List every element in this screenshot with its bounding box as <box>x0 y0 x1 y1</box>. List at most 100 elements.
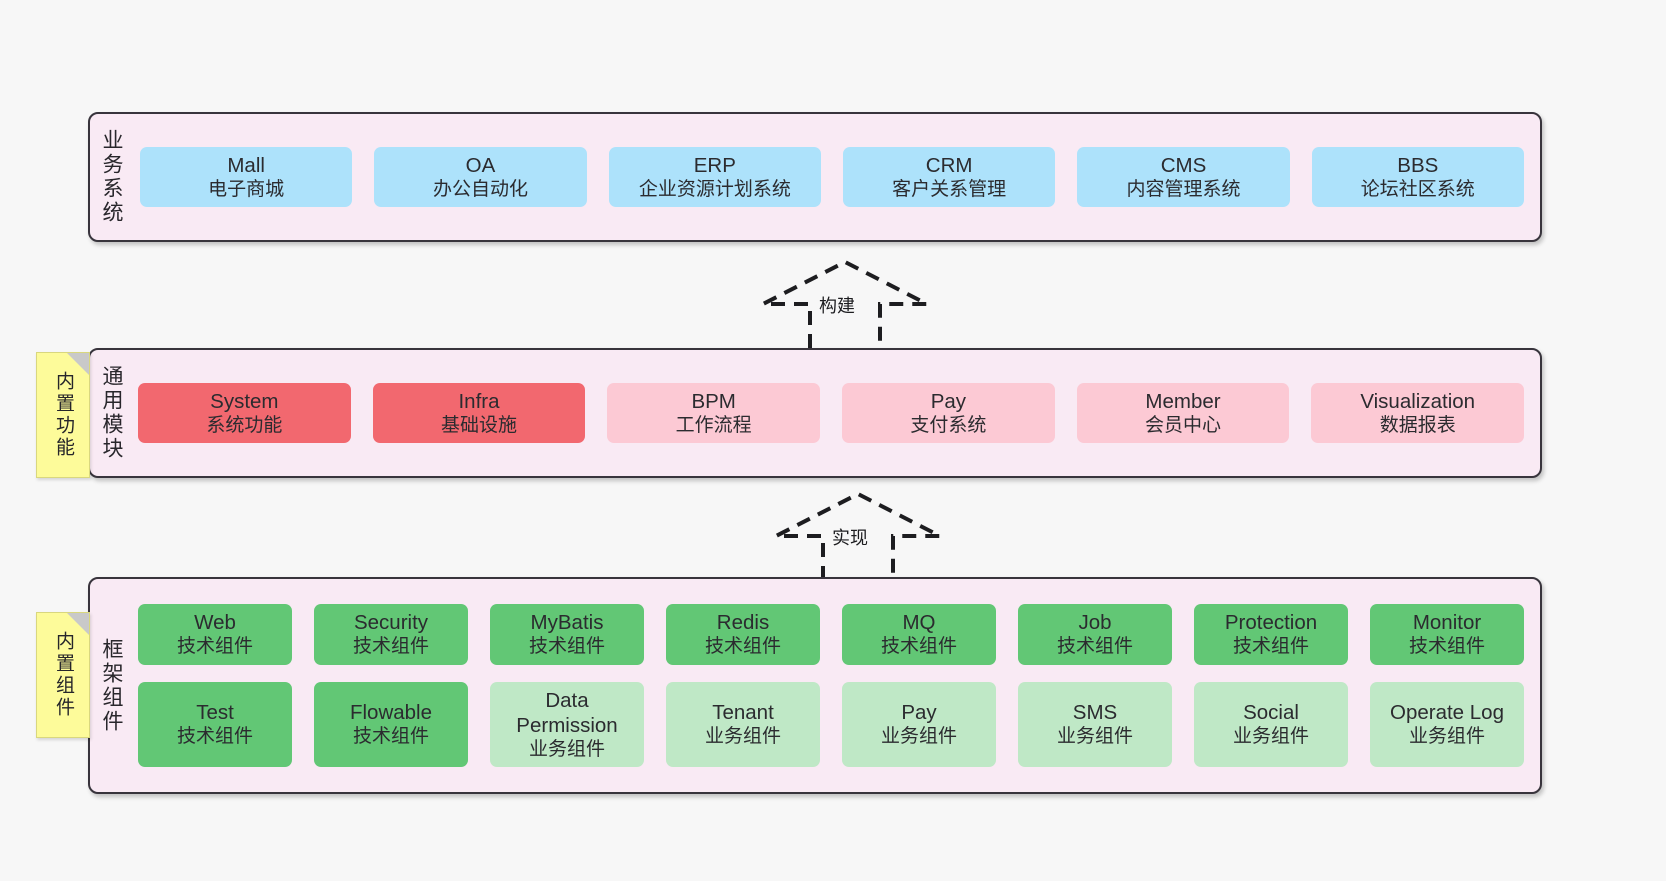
node-title: Mall <box>227 153 265 177</box>
node-web[interactable]: Web 技术组件 <box>138 604 292 665</box>
node-title: MyBatis <box>530 611 604 635</box>
node-data-permission[interactable]: Data Permission 业务组件 <box>490 681 644 767</box>
node-title: OA <box>465 153 496 177</box>
row-tech-components-1: Web 技术组件 Security 技术组件 MyBatis 技术组件 Redi… <box>138 604 1524 665</box>
panel-framework-components: 框架组件 Web 技术组件 Security 技术组件 MyBatis 技术组件… <box>88 577 1542 794</box>
node-title: Infra <box>458 389 500 413</box>
node-subtitle: 企业资源计划系统 <box>638 178 791 200</box>
node-title: Social <box>1243 701 1299 724</box>
panel-body-business-systems: Mall 电子商城 OA 办公自动化 ERP 企业资源计划系统 CRM 客户关系… <box>132 114 1540 240</box>
node-subtitle: 技术组件 <box>704 636 781 658</box>
node-flowable[interactable]: Flowable 技术组件 <box>314 681 468 767</box>
sticky-note-label: 内置组件 <box>52 631 74 719</box>
node-title: BBS <box>1397 153 1439 177</box>
node-subtitle: 技术组件 <box>880 636 957 658</box>
node-title: Test <box>196 701 234 724</box>
node-mybatis[interactable]: MyBatis 技术组件 <box>490 604 644 665</box>
node-bbs[interactable]: BBS 论坛社区系统 <box>1311 146 1524 208</box>
panel-business-systems: 业务系统 Mall 电子商城 OA 办公自动化 ERP 企业资源计划系统 CRM… <box>88 112 1542 242</box>
arrow-build: 构建 <box>755 256 935 348</box>
node-title: CMS <box>1160 153 1207 177</box>
node-title: Web <box>194 611 236 635</box>
node-social[interactable]: Social 业务组件 <box>1194 681 1348 767</box>
node-test[interactable]: Test 技术组件 <box>138 681 292 767</box>
node-title: SMS <box>1072 701 1118 724</box>
node-subtitle: 会员中心 <box>1145 414 1222 436</box>
node-visualization[interactable]: Visualization 数据报表 <box>1311 382 1525 444</box>
node-title: CRM <box>925 153 973 177</box>
node-system[interactable]: System 系统功能 <box>138 382 351 444</box>
node-subtitle: 基础设施 <box>441 414 518 436</box>
node-subtitle: 支付系统 <box>910 414 987 436</box>
node-subtitle: 办公自动化 <box>432 178 528 200</box>
node-infra[interactable]: Infra 基础设施 <box>372 382 586 444</box>
node-title: Pay <box>901 701 937 724</box>
node-subtitle: 业务组件 <box>1408 726 1485 747</box>
node-protection[interactable]: Protection 技术组件 <box>1194 604 1348 665</box>
node-subtitle: 业务组件 <box>1232 726 1309 747</box>
folded-corner-icon <box>67 613 89 635</box>
node-subtitle: 技术组件 <box>1232 636 1309 658</box>
node-title: Pay <box>930 389 967 413</box>
node-bpm[interactable]: BPM 工作流程 <box>607 382 821 444</box>
node-security[interactable]: Security 技术组件 <box>314 604 468 665</box>
node-pay-component[interactable]: Pay 业务组件 <box>842 681 996 767</box>
node-subtitle: 技术组件 <box>176 636 253 658</box>
node-operate-log[interactable]: Operate Log 业务组件 <box>1370 681 1524 767</box>
node-title: System <box>210 389 279 413</box>
node-pay-module[interactable]: Pay 支付系统 <box>842 382 1055 444</box>
node-sms[interactable]: SMS 业务组件 <box>1018 681 1172 767</box>
node-title: Redis <box>716 611 770 635</box>
arrow-implement-label: 实现 <box>830 524 870 550</box>
sticky-note-builtin-components: 内置组件 <box>36 612 90 738</box>
row-common-modules: System 系统功能 Infra 基础设施 BPM 工作流程 Pay 支付系统… <box>138 382 1525 444</box>
node-title: Member <box>1145 389 1221 413</box>
node-crm[interactable]: CRM 客户关系管理 <box>842 146 1056 208</box>
node-erp[interactable]: ERP 企业资源计划系统 <box>608 146 821 208</box>
node-title: Data Permission <box>516 688 618 737</box>
node-subtitle: 客户关系管理 <box>892 178 1007 200</box>
sticky-note-label: 内置功能 <box>52 371 74 459</box>
node-subtitle: 数据报表 <box>1379 414 1456 436</box>
node-oa[interactable]: OA 办公自动化 <box>374 146 587 208</box>
node-member[interactable]: Member 会员中心 <box>1076 382 1290 444</box>
node-redis[interactable]: Redis 技术组件 <box>666 604 820 665</box>
panel-label-business-systems: 业务系统 <box>100 129 124 225</box>
node-mall[interactable]: Mall 电子商城 <box>140 146 353 208</box>
node-title: Monitor <box>1412 611 1482 635</box>
panel-body-framework-components: Web 技术组件 Security 技术组件 MyBatis 技术组件 Redi… <box>132 579 1540 792</box>
node-title: Visualization <box>1360 389 1476 413</box>
node-title: Tenant <box>712 701 774 724</box>
node-subtitle: 技术组件 <box>1056 636 1133 658</box>
node-subtitle: 内容管理系统 <box>1126 178 1241 200</box>
node-subtitle: 论坛社区系统 <box>1360 178 1475 200</box>
node-subtitle: 业务组件 <box>704 726 781 747</box>
node-title: Protection <box>1224 611 1318 635</box>
node-tenant[interactable]: Tenant 业务组件 <box>666 681 820 767</box>
node-title: Operate Log <box>1390 701 1504 724</box>
folded-corner-icon <box>67 353 89 375</box>
node-subtitle: 工作流程 <box>675 414 752 436</box>
node-subtitle: 业务组件 <box>1056 726 1133 747</box>
node-title: Flowable <box>349 701 433 724</box>
arrow-implement: 实现 <box>768 488 948 580</box>
node-subtitle: 技术组件 <box>352 636 429 658</box>
node-subtitle: 系统功能 <box>206 414 283 436</box>
node-subtitle: 技术组件 <box>352 726 429 747</box>
node-job[interactable]: Job 技术组件 <box>1018 604 1172 665</box>
node-mq[interactable]: MQ 技术组件 <box>842 604 996 665</box>
node-subtitle: 技术组件 <box>176 726 253 747</box>
node-subtitle: 技术组件 <box>528 636 605 658</box>
sticky-note-builtin-functions: 内置功能 <box>36 352 90 478</box>
node-subtitle: 技术组件 <box>1408 636 1485 658</box>
node-title: Security <box>353 611 429 635</box>
panel-common-modules: 通用模块 System 系统功能 Infra 基础设施 BPM 工作流程 Pay… <box>88 348 1542 478</box>
node-title: BPM <box>691 389 736 413</box>
panel-label-framework-components: 框架组件 <box>100 637 124 734</box>
node-cms[interactable]: CMS 内容管理系统 <box>1077 146 1290 208</box>
node-title: Job <box>1078 611 1112 635</box>
node-monitor[interactable]: Monitor 技术组件 <box>1370 604 1524 665</box>
node-title: ERP <box>693 153 736 177</box>
row-tech-components-2: Test 技术组件 Flowable 技术组件 Data Permission … <box>138 681 1524 767</box>
